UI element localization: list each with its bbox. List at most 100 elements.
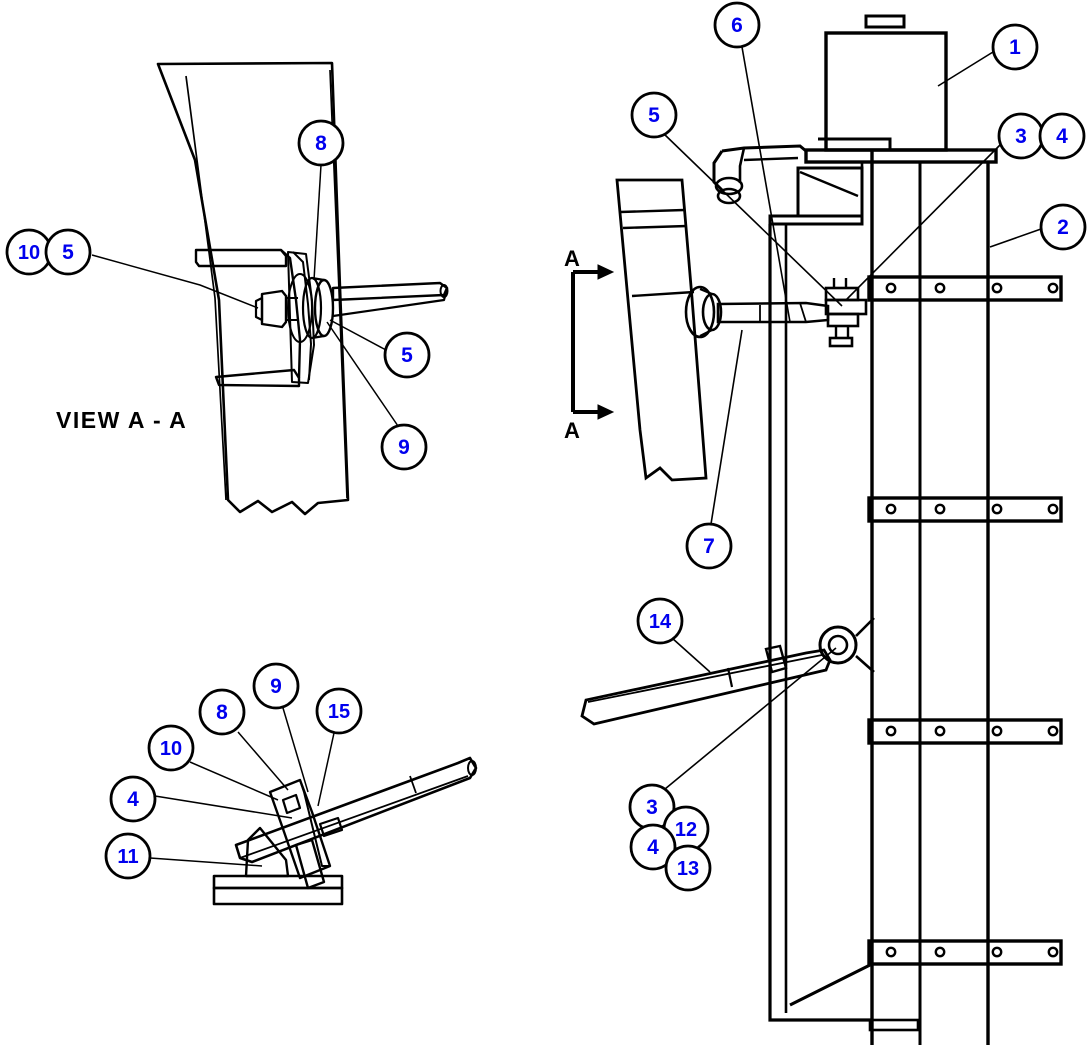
- bracket-web-right: [292, 251, 312, 381]
- callout-balloon-1[interactable]: 1: [991, 23, 1039, 71]
- callout-balloon-2[interactable]: 2: [1039, 203, 1087, 251]
- leader-3-4-top: [845, 144, 1001, 301]
- base-plate-bottom: [212, 886, 344, 906]
- leader-9-bl: [282, 707, 309, 793]
- section-a-a-markers: [571, 264, 615, 420]
- callout-number: 7: [703, 535, 715, 558]
- rung-bar: [867, 718, 1063, 745]
- callout-circle: [44, 228, 92, 276]
- rung-hole: [885, 946, 897, 958]
- hose-fitting-1: [714, 176, 744, 196]
- section-arrow-bottom: [597, 404, 615, 420]
- mirror-hub-outer: [684, 285, 716, 339]
- callout-balloon-10[interactable]: 10: [147, 724, 195, 772]
- callout-balloon-9[interactable]: 9: [252, 662, 300, 710]
- rung-hole: [1047, 725, 1059, 737]
- callout-number: 8: [216, 701, 228, 724]
- section-letter-top: A: [564, 246, 580, 271]
- callout-number: 5: [62, 241, 74, 264]
- leader-6: [741, 46, 791, 323]
- rung-hole: [934, 725, 946, 737]
- rung-bar: [867, 939, 1063, 966]
- clamp-nut-low: [828, 336, 854, 348]
- bolt-shank: [286, 297, 298, 321]
- bracket-mount-plate: [287, 251, 315, 384]
- callout-circle: [664, 844, 712, 892]
- callout-balloon-9[interactable]: 9: [380, 423, 428, 471]
- rung-hole: [885, 503, 897, 515]
- stay-rod-inner: [587, 654, 823, 703]
- callout-circle: [685, 522, 733, 570]
- rung-hole: [934, 503, 946, 515]
- callout-balloon-10[interactable]: 10: [5, 228, 53, 276]
- callout-circle: [104, 832, 152, 880]
- mirror-hub-seam: [699, 287, 713, 337]
- callout-balloon-8[interactable]: 8: [198, 688, 246, 736]
- rung-hole: [991, 725, 1003, 737]
- callout-balloon-8[interactable]: 8: [297, 119, 345, 167]
- leader-14: [671, 637, 711, 673]
- callout-circle: [297, 119, 345, 167]
- callout-balloon-15[interactable]: 15: [315, 687, 363, 735]
- eye-end-bore: [827, 634, 849, 656]
- section-letter-bottom: A: [564, 418, 580, 443]
- callout-balloon-5[interactable]: 5: [44, 228, 92, 276]
- callout-number: 4: [127, 788, 139, 811]
- callout-number: 3: [1015, 125, 1027, 148]
- clamp-studs-up: [832, 278, 848, 288]
- callout-balloon-5[interactable]: 5: [630, 91, 678, 139]
- callout-number: 5: [401, 344, 413, 367]
- mirror-arm-bar: [234, 756, 478, 864]
- callout-number: 13: [677, 858, 699, 880]
- column-left-skin: [768, 224, 872, 1022]
- eye-end: [818, 625, 858, 665]
- callout-balloon-4[interactable]: 4: [109, 775, 157, 823]
- mirror-arm-bar-end: [467, 760, 477, 776]
- callout-circle: [991, 23, 1039, 71]
- clamp-studs-down: [834, 326, 850, 338]
- callout-balloon-11[interactable]: 11: [104, 832, 152, 880]
- callout-circle: [380, 423, 428, 471]
- callout-balloon-4[interactable]: 4: [629, 823, 677, 871]
- mirror-arm-lower-edge: [332, 287, 449, 318]
- callout-number: 12: [675, 819, 697, 841]
- leader-9-mid: [326, 321, 399, 427]
- mirror-arm-end-cap: [439, 284, 449, 298]
- callout-balloon-3[interactable]: 3: [997, 112, 1045, 160]
- mount-box-top-flange: [820, 160, 864, 168]
- hose-upper: [721, 144, 807, 153]
- leader-8-bl: [237, 731, 289, 791]
- callout-balloon-7[interactable]: 7: [685, 522, 733, 570]
- pedestal-detail-group: [149, 707, 478, 906]
- mirror-arm-bar-inner: [239, 775, 469, 859]
- leader-8-top: [313, 164, 322, 281]
- callout-balloon-4[interactable]: 4: [1038, 112, 1086, 160]
- callout-circle: [252, 662, 300, 710]
- hose-inner-bend: [738, 147, 746, 183]
- leader-15-bl: [317, 732, 335, 807]
- callout-balloon-5[interactable]: 5: [383, 331, 431, 379]
- rung-hole: [934, 946, 946, 958]
- mirror-arm-joint-line: [409, 775, 417, 794]
- leader-10-5-left: [91, 254, 259, 309]
- callout-number: 9: [398, 436, 410, 459]
- callout-balloon-6[interactable]: 6: [713, 1, 761, 49]
- leader-5-mid: [329, 319, 387, 351]
- callout-balloon-13[interactable]: 13: [664, 844, 712, 892]
- callout-number: 4: [1056, 125, 1068, 148]
- leader-11-bl: [149, 857, 263, 867]
- pedestal-post: [244, 826, 290, 878]
- leader-7: [710, 329, 743, 525]
- callout-number: 11: [117, 846, 138, 868]
- rung-hole: [1047, 503, 1059, 515]
- callout-number: 6: [731, 14, 743, 37]
- column-bevel: [789, 963, 871, 1007]
- callout-circle: [109, 775, 157, 823]
- callout-number: 14: [649, 611, 672, 633]
- callout-balloon-14[interactable]: 14: [636, 597, 684, 645]
- leader-3-12-4-13: [664, 647, 837, 790]
